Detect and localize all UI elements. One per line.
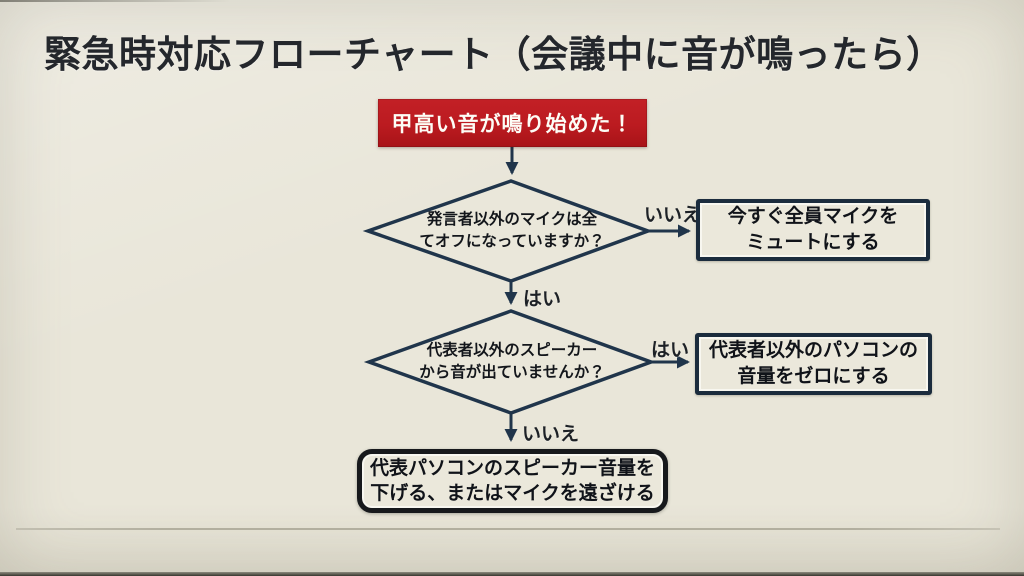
action-mute-all-line1: 今すぐ全員マイクを (727, 206, 899, 228)
decision2-no-label: いいえ (522, 424, 580, 445)
start-node-label: 甲高い音が鳴り始めた！ (391, 113, 634, 136)
action-lower-speaker-line1: 代表パソコンのスピーカー音量を (369, 457, 655, 479)
action-lower-speaker-line2: 下げる、またはマイクを遠ざける (370, 483, 655, 504)
action-zero-volume-line2: 音量をゼロにする (737, 366, 890, 387)
bottom-frame-edge (0, 572, 1024, 576)
page-title: 緊急時対応フローチャート（会議中に音が鳴ったら） (44, 34, 944, 75)
decision1-no-label: いいえ (644, 205, 702, 226)
bottom-divider (16, 528, 1000, 530)
action-zero-volume-line1: 代表者以外のパソコンの (708, 340, 918, 362)
action-lower-speaker-node: 代表パソコンのスピーカー音量を 下げる、またはマイクを遠ざける (357, 449, 668, 513)
decision2-line2: から音が出ていませんか？ (419, 364, 605, 381)
action-mute-all-line2: ミュートにする (746, 232, 880, 253)
decision1-line2: てオフになっていますか？ (419, 233, 605, 250)
action-mute-all-node: 今すぐ全員マイクを ミュートにする (696, 199, 930, 261)
decision1-line1: 発言者以外のマイクは全 (426, 211, 598, 228)
top-frame-edge (0, 0, 230, 2)
decision2-line1: 代表者以外のスピーカー (426, 342, 598, 359)
decision2-text: 代表者以外のスピーカー から音が出ていませんか？ (382, 339, 642, 385)
start-node: 甲高い音が鳴り始めた！ (378, 99, 647, 147)
action-zero-volume-node: 代表者以外のパソコンの 音量をゼロにする (695, 333, 932, 395)
decision1-yes-label: はい (523, 289, 562, 310)
decision2-yes-label: はい (651, 340, 690, 361)
decision1-text: 発言者以外のマイクは全 てオフになっていますか？ (382, 208, 642, 254)
